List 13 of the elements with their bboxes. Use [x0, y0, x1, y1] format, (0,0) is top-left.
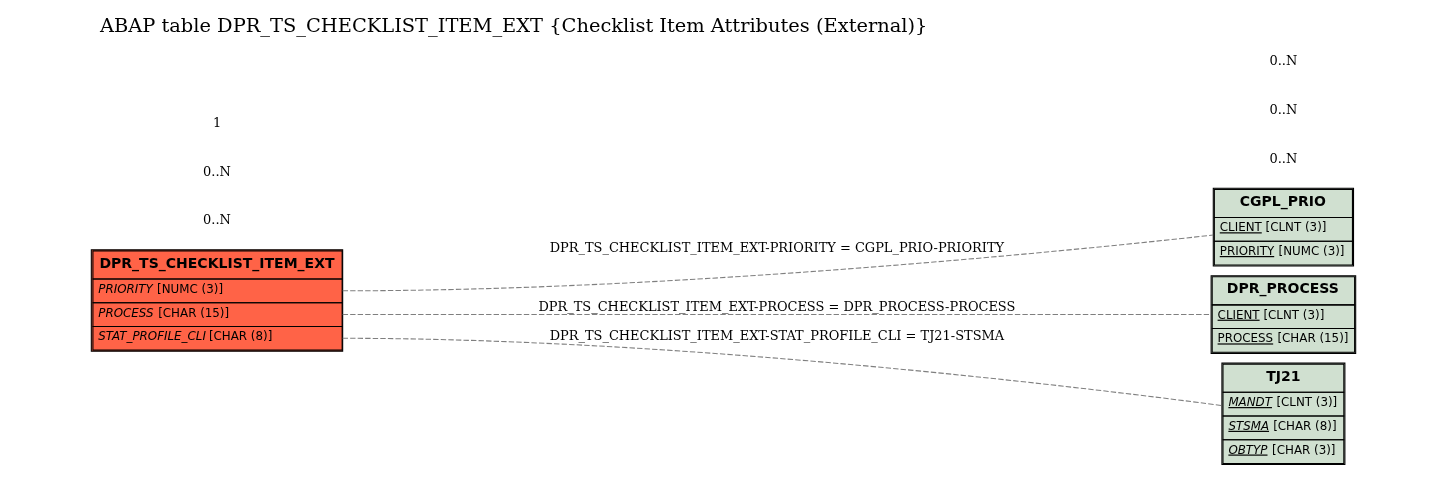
diagram-title: ABAP table DPR_TS_CHECKLIST_ITEM_EXT {Checklist Item Attributes (External)}: [99, 14, 928, 38]
edge-label: DPR_TS_CHECKLIST_ITEM_EXT-PRIORITY = CGPL_PRIO-PRIORITY: [549, 239, 1005, 255]
label: 0..N: [1269, 53, 1298, 69]
label: 0..N: [203, 212, 231, 228]
edge-label: DPR_TS_CHECKLIST_ITEM_EXT-PROCESS = DPR_PROCESS-PROCESS: [538, 298, 1016, 314]
label: 0..N: [203, 163, 231, 179]
connector: [342, 337, 1223, 407]
connector: [342, 234, 1214, 292]
edge-label: DPR_TS_CHECKLIST_ITEM_EXT-STAT_PROFILE_CLI = TJ21-STSMA: [549, 328, 1005, 344]
label: 0..N: [1269, 150, 1298, 166]
label: 1: [212, 114, 222, 130]
connector: [342, 314, 1212, 316]
label: 0..N: [1269, 102, 1298, 117]
